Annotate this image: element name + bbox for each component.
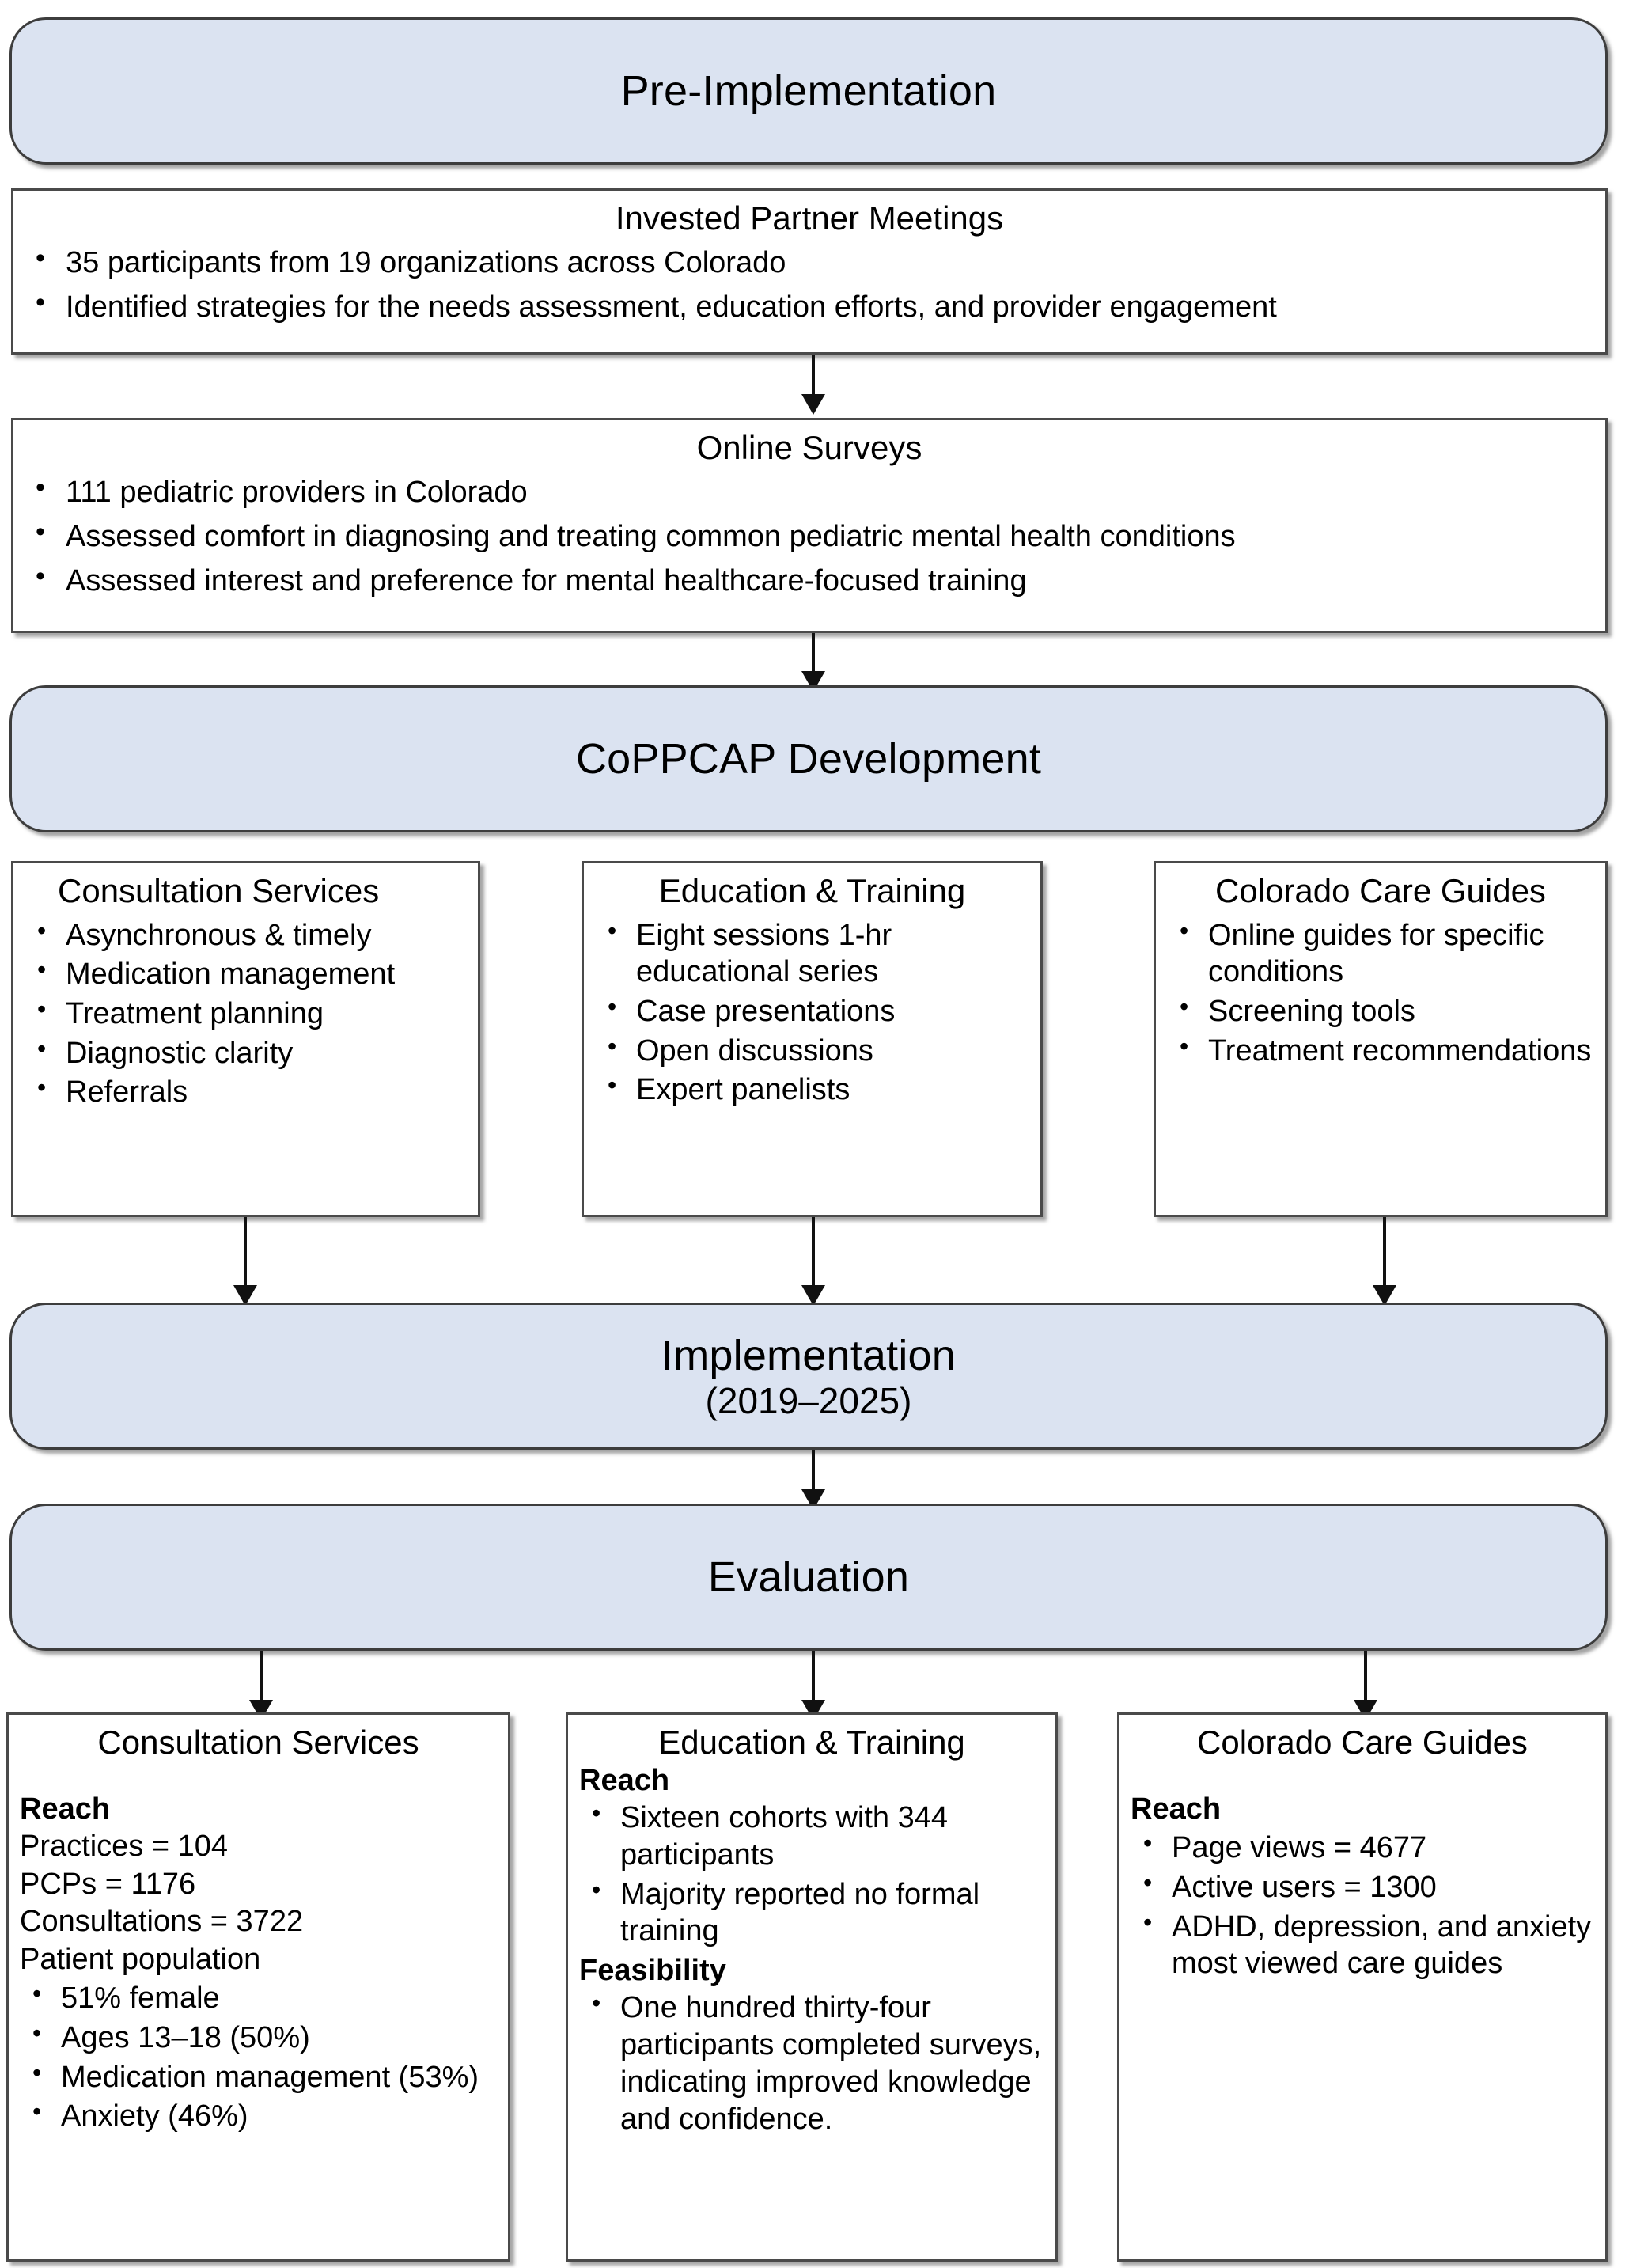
list-item: ADHD, depression, and anxiety most viewe… <box>1131 1907 1594 1982</box>
list-item: Majority reported no formal training <box>579 1875 1044 1950</box>
list-item: Sixteen cohorts with 344 participants <box>579 1798 1044 1873</box>
card-online-surveys: Online Surveys 111 pediatric providers i… <box>11 418 1608 633</box>
card-title-outcome-consultation-services: Consultation Services <box>97 1724 419 1761</box>
card-title-online-surveys: Online Surveys <box>696 429 922 466</box>
card-component-education-training: Education & Training Eight sessions 1-hr… <box>582 861 1043 1217</box>
connector-line <box>812 1217 815 1296</box>
stage-label-evaluation: Evaluation <box>707 1553 910 1601</box>
list-item: Ages 13–18 (50%) <box>20 2018 497 2057</box>
metric-pcps: PCPs = 1176 <box>20 1867 196 1901</box>
list-item: Online guides for specific conditions <box>1167 916 1594 991</box>
card-component-consultation-services: Consultation Services Asynchronous & tim… <box>11 861 480 1217</box>
card-invested-partner-meetings: Invested Partner Meetings 35 participant… <box>11 188 1608 355</box>
stage-sublabel-implementation-years: (2019–2025) <box>705 1379 912 1421</box>
connector-line <box>1364 1651 1367 1712</box>
bullet-list-care-guides-reach: Page views = 4677 Active users = 1300 AD… <box>1131 1828 1594 1982</box>
list-item: Medication management <box>25 954 467 993</box>
list-item: Open discussions <box>595 1031 1029 1070</box>
list-item: Assessed comfort in diagnosing and treat… <box>25 516 1594 555</box>
card-outcome-consultation-services: Consultation Services Reach Practices = … <box>6 1712 510 2262</box>
card-title-invested-partner-meetings: Invested Partner Meetings <box>615 199 1004 237</box>
arrow-head-icon <box>801 394 825 415</box>
list-item: Diagnostic clarity <box>25 1033 467 1072</box>
list-item: Anxiety (46%) <box>20 2096 497 2135</box>
list-item: Expert panelists <box>595 1070 1029 1109</box>
card-component-colorado-care-guides: Colorado Care Guides Online guides for s… <box>1154 861 1608 1217</box>
list-item: One hundred thirty-four participants com… <box>579 1988 1044 2137</box>
connector-line <box>812 633 815 681</box>
card-title-consultation-services: Consultation Services <box>58 872 380 909</box>
connector-line <box>812 1450 815 1499</box>
connector-line <box>812 1651 815 1712</box>
list-item: 35 participants from 19 organizations ac… <box>25 242 1594 281</box>
list-item: Asynchronous & timely <box>25 916 467 954</box>
connector-line <box>1383 1217 1386 1296</box>
list-item: Page views = 4677 <box>1131 1828 1594 1867</box>
label-patient-population: Patient population <box>20 1942 261 1976</box>
section-heading-reach: Reach <box>20 1792 111 1826</box>
section-heading-reach: Reach <box>1131 1792 1222 1826</box>
metric-practices: Practices = 104 <box>20 1830 228 1864</box>
card-title-education-training: Education & Training <box>658 872 966 909</box>
bullet-list-education-training: Eight sessions 1-hr educational series C… <box>595 916 1029 1109</box>
list-item: Referrals <box>25 1072 467 1111</box>
connector-line <box>244 1217 247 1296</box>
list-item: Treatment planning <box>25 994 467 1033</box>
connector-line <box>260 1651 263 1712</box>
bullet-list-education-feasibility: One hundred thirty-four participants com… <box>579 1988 1044 2137</box>
card-title-outcome-education-training: Education & Training <box>658 1724 965 1761</box>
list-item: Active users = 1300 <box>1131 1868 1594 1906</box>
bullet-list-invested-partner-meetings: 35 participants from 19 organizations ac… <box>25 242 1594 326</box>
stage-band-coppcap-development: CoPPCAP Development <box>9 685 1608 832</box>
list-item: Eight sessions 1-hr educational series <box>595 916 1029 991</box>
stage-label-coppcap-development: CoPPCAP Development <box>575 734 1042 783</box>
bullet-list-consultation-services: Asynchronous & timely Medication managem… <box>25 916 467 1112</box>
bullet-list-online-surveys: 111 pediatric providers in Colorado Asse… <box>25 472 1594 600</box>
section-heading-reach: Reach <box>579 1763 670 1797</box>
metric-consultations: Consultations = 3722 <box>20 1905 304 1939</box>
connector-line <box>812 355 815 404</box>
list-item: Treatment recommendations <box>1167 1031 1594 1070</box>
card-title-colorado-care-guides: Colorado Care Guides <box>1215 872 1546 909</box>
stage-band-evaluation: Evaluation <box>9 1504 1608 1651</box>
list-item: Assessed interest and preference for men… <box>25 560 1594 599</box>
list-item: Case presentations <box>595 992 1029 1030</box>
list-item: Identified strategies for the needs asse… <box>25 286 1594 325</box>
list-item: Medication management (53%) <box>20 2058 497 2096</box>
list-item: Screening tools <box>1167 992 1594 1030</box>
stage-band-implementation: Implementation (2019–2025) <box>9 1303 1608 1450</box>
arrow-head-icon <box>801 1285 825 1306</box>
arrow-head-icon <box>233 1285 257 1306</box>
bullet-list-education-reach: Sixteen cohorts with 344 participants Ma… <box>579 1798 1044 1950</box>
arrow-head-icon <box>1373 1285 1396 1306</box>
stage-label-pre-implementation: Pre-Implementation <box>620 66 997 115</box>
card-outcome-education-training: Education & Training Reach Sixteen cohor… <box>566 1712 1058 2262</box>
list-item: 51% female <box>20 1978 497 2017</box>
bullet-list-patient-population: 51% female Ages 13–18 (50%) Medication m… <box>20 1978 497 2135</box>
list-item: 111 pediatric providers in Colorado <box>25 472 1594 510</box>
card-title-outcome-colorado-care-guides: Colorado Care Guides <box>1197 1724 1528 1761</box>
section-heading-feasibility: Feasibility <box>579 1953 726 1987</box>
stage-band-pre-implementation: Pre-Implementation <box>9 17 1608 165</box>
card-outcome-colorado-care-guides: Colorado Care Guides Reach Page views = … <box>1117 1712 1608 2262</box>
bullet-list-colorado-care-guides: Online guides for specific conditions Sc… <box>1167 916 1594 1070</box>
stage-label-implementation: Implementation <box>661 1331 956 1379</box>
